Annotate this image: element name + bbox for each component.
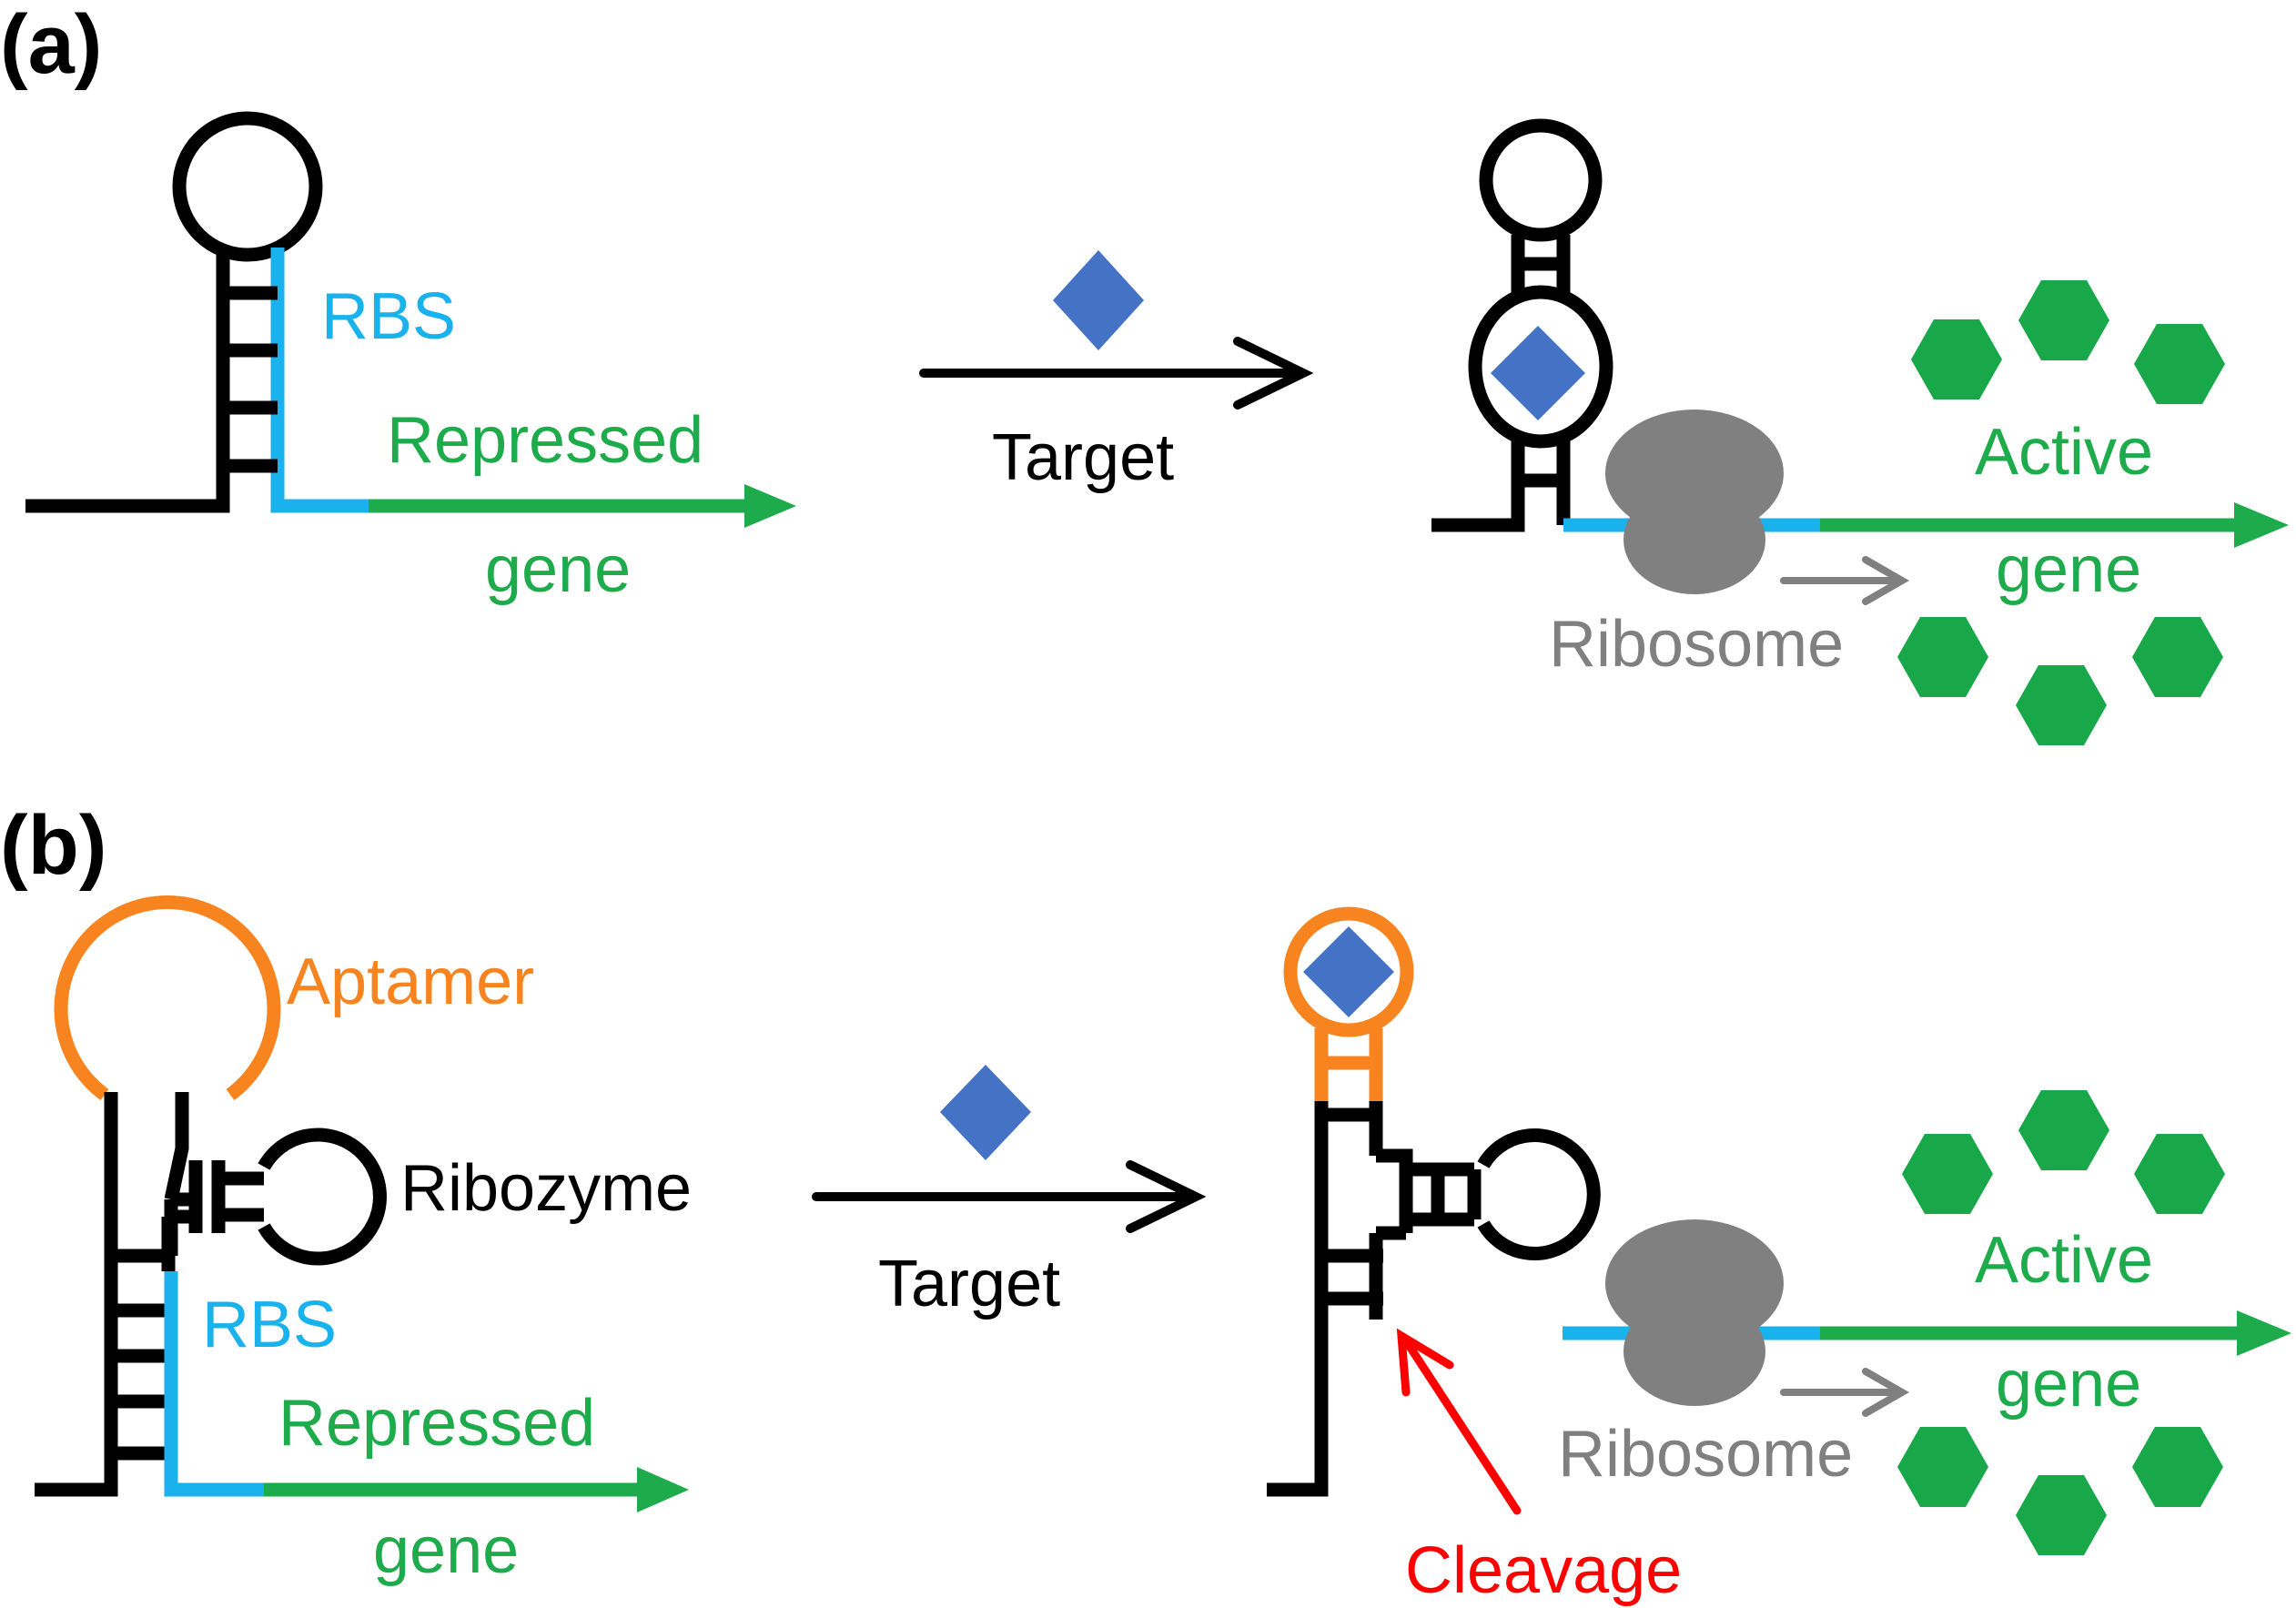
ribosome-motion-arrow <box>1780 556 1910 605</box>
protein-hexagons-b <box>1897 1090 2225 1555</box>
protein-hexagon-icon <box>1897 617 1988 697</box>
panel-b-label: (b) <box>0 799 106 892</box>
cleavage-arrow <box>1396 1328 1522 1515</box>
protein-hexagon-icon <box>1897 1427 1988 1507</box>
ribosome-label: Ribosome <box>1549 608 1844 681</box>
active-gene-label-line1-b: Active <box>1975 1224 2153 1297</box>
panel-a: (a) RBS Repressed gene Target <box>0 0 2289 745</box>
main-stem-left <box>35 1092 118 1497</box>
active-gene-arrowhead <box>2234 502 2289 548</box>
panel-b-repressed-construct <box>35 895 689 1512</box>
aptamer-loop-bound <box>1283 906 1414 1037</box>
active-gene-label-line1: Active <box>1975 416 2153 489</box>
repressed-gene-label-line1: Repressed <box>387 404 703 477</box>
ribozyme-loop <box>258 1128 387 1266</box>
aptamer-stem <box>1314 1028 1383 1101</box>
repressed-gene-label-line2-b: gene <box>373 1514 519 1587</box>
base-pairs-lower <box>111 1249 171 1461</box>
target-diamond-icon <box>1053 250 1144 350</box>
repressed-gene-arrowhead-b <box>637 1467 689 1512</box>
ribosome-label-b: Ribosome <box>1558 1418 1853 1491</box>
ribosome-icon <box>1605 410 1784 594</box>
protein-hexagon-icon <box>2132 617 2223 697</box>
repressed-gene-label-line1-b: Repressed <box>278 1387 595 1460</box>
aptamer-label: Aptamer <box>287 946 534 1018</box>
protein-hexagon-icon <box>2016 1475 2107 1555</box>
rbs-strand-b <box>164 1271 264 1497</box>
panel-a-repressed-hairpin <box>25 111 796 528</box>
panel-b-cleaved-construct <box>1267 906 2291 1497</box>
active-gene-label-line2: gene <box>1996 533 2141 606</box>
ribosome-icon <box>1605 1219 1784 1406</box>
ribosome-motion-arrow-b <box>1780 1368 1910 1417</box>
protein-hexagon-icon <box>2018 1090 2109 1170</box>
protein-hexagon-icon <box>2016 665 2107 745</box>
base-pairs <box>223 286 278 473</box>
protein-hexagon-icon <box>2132 1427 2223 1507</box>
repressed-gene-arrowhead <box>744 484 796 528</box>
active-gene-arrowhead-b <box>2237 1310 2291 1356</box>
repressed-gene-label-line2: gene <box>485 533 631 606</box>
panel-a-label: (a) <box>0 0 102 91</box>
rbs-label: RBS <box>321 280 456 353</box>
aptamer-arc <box>54 895 281 1101</box>
ribozyme-stem-right <box>1406 1162 1482 1227</box>
target-arrow-label: Target <box>992 421 1174 494</box>
bound-target-diamond-icon <box>1303 926 1394 1017</box>
bound-target-diamond-icon <box>1491 326 1585 420</box>
target-diamond-icon <box>940 1065 1031 1160</box>
protein-hexagon-icon <box>2134 1134 2225 1214</box>
ribozyme-loop-right <box>1477 1128 1601 1260</box>
panel-b: (b) Aptamer Ribozyme RBS Repressed gene … <box>0 799 2291 1607</box>
hairpin-loop <box>172 111 323 262</box>
rbs-label-b: RBS <box>202 1289 337 1361</box>
lower-pairs-right <box>1321 1249 1383 1306</box>
active-gene-label-line2-b: gene <box>1996 1348 2141 1421</box>
stem-lower <box>1431 439 1571 532</box>
protein-hexagon-icon <box>1902 1134 1993 1214</box>
protein-hexagons <box>1897 280 2225 745</box>
target-arrow-b <box>812 1160 1207 1233</box>
target-arrow <box>919 337 1314 410</box>
target-arrow-label-b: Target <box>878 1248 1060 1320</box>
protein-hexagon-icon <box>2018 280 2109 360</box>
rbs-strand <box>270 248 369 513</box>
protein-hexagon-icon <box>2134 324 2225 404</box>
hairpin-backbone-left <box>25 248 230 513</box>
main-stem-right <box>1267 1101 1413 1497</box>
ribozyme-stem <box>161 1092 264 1271</box>
protein-hexagon-icon <box>1911 319 2002 399</box>
cleavage-label: Cleavage <box>1405 1534 1682 1607</box>
ribozyme-label: Ribozyme <box>400 1152 692 1225</box>
stem-upper <box>1511 235 1571 296</box>
top-loop <box>1479 118 1603 242</box>
